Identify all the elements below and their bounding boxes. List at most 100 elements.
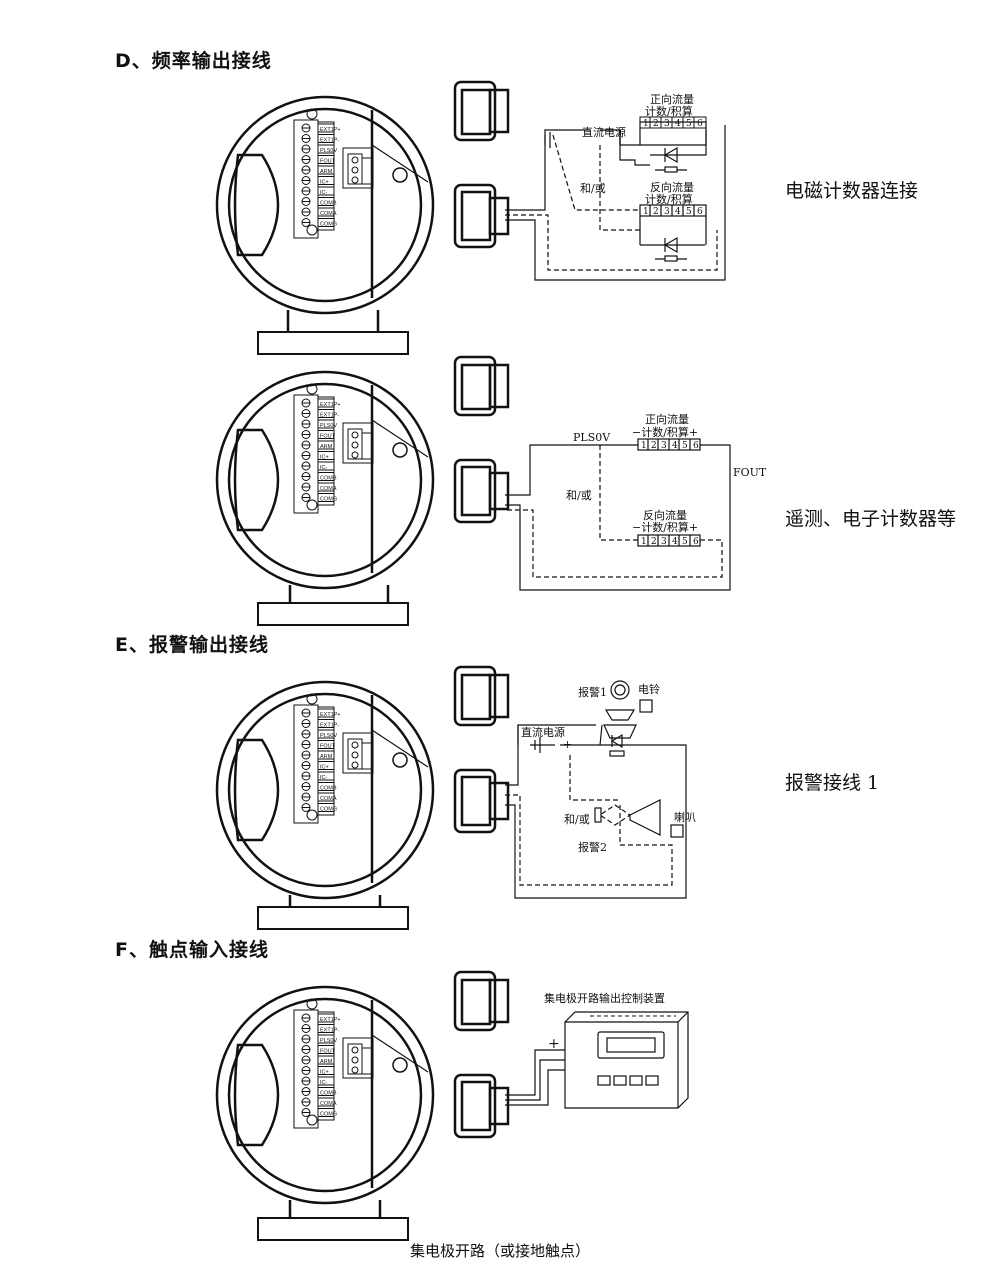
terminal-label: EXT1P+ [320,127,341,133]
fout-label: FOUT [733,466,767,479]
forward-calc-label: 计数/积算 [645,104,693,118]
terminal-label: COMA [320,796,337,802]
horn-label: 喇叭 [674,810,696,824]
terminal-label: COMG [320,222,337,228]
svg-text:1: 1 [643,119,649,129]
caption: 集电极开路（或接地触点） [409,1242,590,1260]
reverse-flow-label-2: 反向流量 [643,508,687,522]
terminal-label: FOUT [320,159,336,165]
terminal-label: EXT1P+ [320,1017,341,1023]
terminal-label: EXT1P- [320,413,339,419]
dc-power-label-3: 直流电源 [521,725,565,739]
svg-text:6: 6 [697,119,703,129]
terminal-label: IC+ [320,765,329,771]
transmitter-housing: EXT1P+ EXT1P- PLS0V FOUT ARM IC+ IC- COMB COMA CO… [215,80,510,355]
terminal-label: COMA [320,1101,337,1107]
terminal-label: EXT1P- [320,138,339,144]
forward-flow-label-2: 正向流量 [645,412,689,426]
terminal-label: IC- [320,1080,328,1086]
reverse-calc-label-2: −计数/积算+ [632,520,698,534]
svg-text:4: 4 [672,441,678,451]
terminal-label: PLS0V [320,148,337,154]
bell-label: 电铃 [638,682,660,696]
terminal-label: ARM [320,754,333,760]
terminal-label: FOUT [320,744,336,750]
terminal-label: PLS0V [320,423,337,429]
terminal-label: COMB [320,476,337,482]
transmitter-housing: EXT1P+EXT1P-PLS0VFOUTARMIC+IC-COMBCOMACO… [215,970,510,1241]
terminal-label: COMG [320,807,337,813]
terminal-label: IC+ [320,1070,329,1076]
dc-power-label: 直流电源 [582,125,626,139]
andor-label: 和/或 [580,182,606,195]
terminal-label: EXT1P- [320,1028,339,1034]
svg-text:5: 5 [686,119,692,129]
plus-label-3: + [563,738,572,751]
label-alarm1: 报警接线 1 [785,772,880,794]
svg-text:1: 1 [641,537,647,547]
svg-text:2: 2 [653,119,659,129]
terminal-label: COMG [320,1112,337,1118]
svg-text:6: 6 [697,207,703,217]
svg-text:5: 5 [686,207,692,217]
label-telemetry: 遥测、电子计数器等 [785,508,957,530]
svg-text:6: 6 [693,441,699,451]
terminal-label: COMB [320,786,337,792]
svg-text:5: 5 [682,441,688,451]
andor-label-2: 和/或 [566,489,592,502]
svg-text:4: 4 [675,207,681,217]
terminal-label: IC- [320,775,328,781]
section-f-heading: F、触点输入接线 [115,939,269,961]
transmitter-housing: EXT1P+ EXT1P- PLS0V FOUT ARM IC+ IC- COMB COMA CO… [215,665,510,930]
svg-text:3: 3 [664,207,670,217]
terminal-label: COMB [320,201,337,207]
svg-text:2: 2 [651,537,657,547]
terminal-label: EXT1P+ [320,712,341,718]
terminal-label: IC+ [320,455,329,461]
terminal-label: ARM [320,444,333,450]
terminal-label: IC- [320,190,328,196]
section-d-heading: D、频率输出接线 [115,50,272,72]
reverse-flow-label: 反向流量 [650,180,694,194]
svg-text:3: 3 [661,441,667,451]
plus-label-4: + [548,1036,560,1052]
contact-input-diagram: EXT1P+EXT1P-PLS0VFOUTARMIC+IC-COMBCOMACO… [215,970,689,1241]
terminal-label: COMB [320,1091,337,1097]
transmitter-housing: EXT1P+ EXT1P- PLS0V FOUT ARM IC+ IC- COMB COMA CO… [215,355,510,626]
andor-label-3: 和/或 [564,813,590,826]
frequency-counter-diagram: EXT1P+ EXT1P- PLS0V FOUT ARM IC+ IC- COMB COMA CO… [215,80,726,355]
device-label: 集电极开路输出控制装置 [544,991,665,1005]
svg-text:4: 4 [675,119,681,129]
pls0v-label: PLS0V [573,431,611,444]
terminal-label: COMA [320,486,337,492]
terminal-label: EXT1P- [320,723,339,729]
svg-text:1: 1 [643,207,649,217]
svg-text:2: 2 [651,441,657,451]
terminal-label: ARM [320,1059,333,1065]
alarm-diagram: EXT1P+ EXT1P- PLS0V FOUT ARM IC+ IC- COMB COMA CO… [215,665,696,930]
label-em-counter: 电磁计数器连接 [785,180,919,202]
terminal-label: FOUT [320,434,336,440]
terminal-label: COMG [320,497,337,503]
svg-text:3: 3 [661,537,667,547]
terminal-label: IC+ [320,180,329,186]
terminal-label: PLS0V [320,1038,337,1044]
forward-flow-label: 正向流量 [650,92,694,106]
forward-calc-label-2: −计数/积算+ [632,425,698,439]
terminal-label: PLS0V [320,733,337,739]
terminal-label: COMA [320,211,337,217]
reverse-calc-label: 计数/积算 [645,192,693,206]
alarm2-label: 报警2 [578,840,607,854]
terminal-label: ARM [320,169,333,175]
terminal-label: EXT1P+ [320,402,341,408]
svg-text:4: 4 [672,537,678,547]
section-e-heading: E、报警输出接线 [115,634,269,656]
terminal-label: IC- [320,465,328,471]
svg-text:1: 1 [641,441,647,451]
telemetry-diagram: EXT1P+ EXT1P- PLS0V FOUT ARM IC+ IC- COMB COMA CO… [215,355,767,626]
svg-text:5: 5 [682,537,688,547]
